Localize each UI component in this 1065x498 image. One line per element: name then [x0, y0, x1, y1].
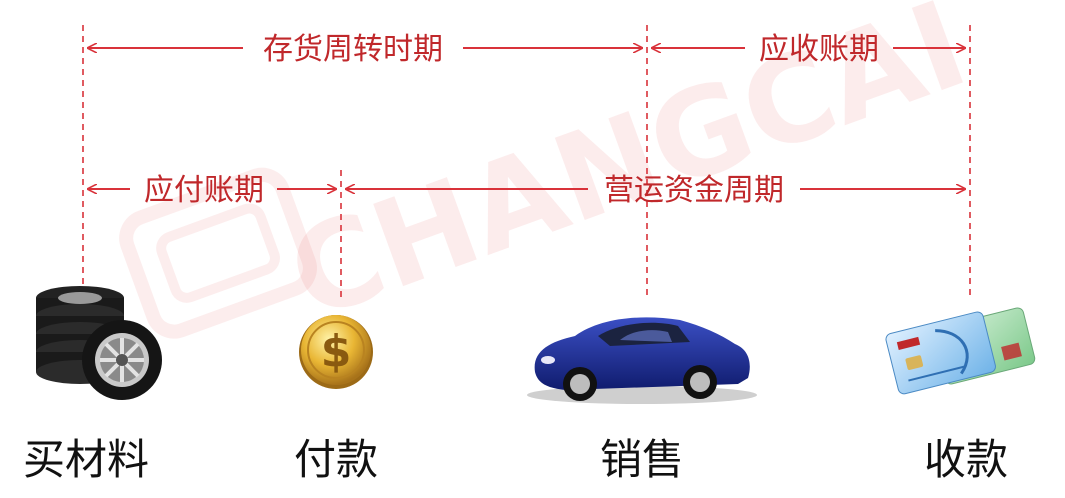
arrow-label-inventory-period: 存货周转时期	[263, 32, 443, 67]
svg-text:$: $	[321, 326, 352, 377]
car-icon	[527, 317, 757, 404]
stage-label-purchase: 买材料	[23, 435, 149, 484]
arrow-label-payables-period: 应付账期	[144, 173, 264, 208]
arrow-label-working-capital-cycle: 营运资金周期	[604, 173, 784, 208]
arrow-working-capital-cycle: 营运资金周期	[346, 173, 965, 208]
stage-label-sale: 销售	[600, 435, 684, 484]
arrow-inventory-period: 存货周转时期	[88, 32, 642, 67]
dollar-coin-icon: $	[299, 315, 373, 389]
stage-label-collection: 收款	[924, 435, 1008, 484]
arrow-receivables-period: 应收账期	[652, 32, 965, 67]
bank-cards-icon	[885, 307, 1036, 395]
arrow-label-receivables-period: 应收账期	[759, 32, 879, 67]
arrow-payables-period: 应付账期	[88, 173, 336, 208]
stage-label-payment: 付款	[294, 435, 378, 484]
tires-icon	[36, 286, 162, 400]
dashed-markers	[82, 25, 971, 300]
